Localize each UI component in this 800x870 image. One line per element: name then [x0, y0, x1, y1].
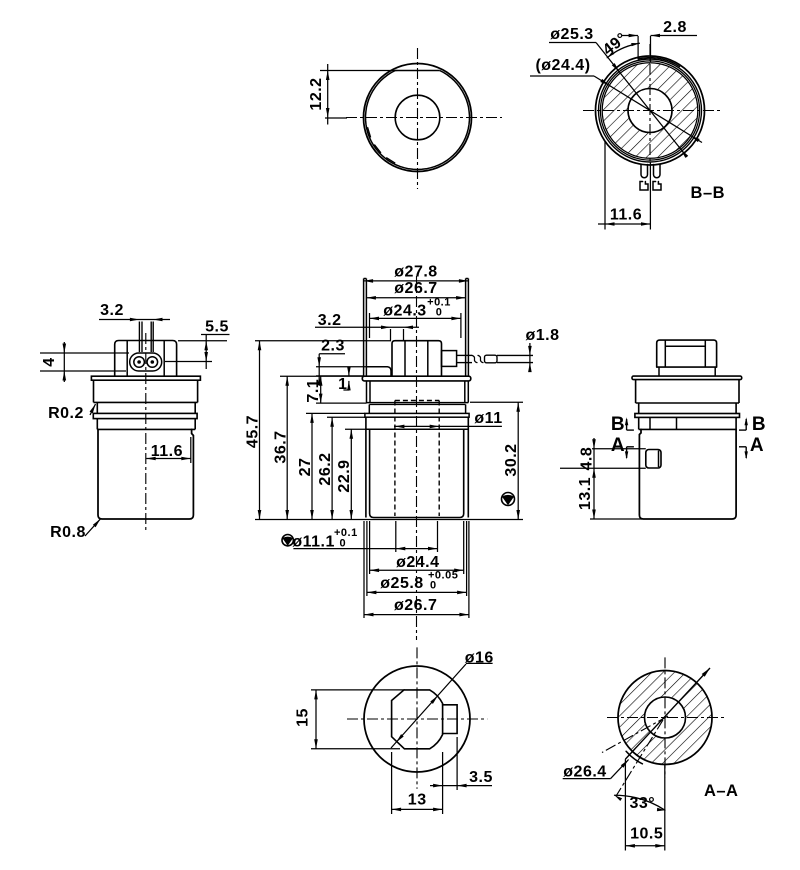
svg-text:ø16: ø16	[465, 650, 494, 667]
svg-text:3.2: 3.2	[100, 302, 124, 319]
svg-text:22.9: 22.9	[336, 459, 353, 492]
svg-text:ø1.8: ø1.8	[525, 327, 559, 344]
svg-text:A: A	[750, 435, 764, 456]
svg-text:12.2: 12.2	[308, 77, 325, 110]
svg-text:0: 0	[430, 580, 437, 592]
svg-text:(ø24.4): (ø24.4)	[535, 57, 590, 74]
svg-text:ø25.8: ø25.8	[380, 575, 423, 592]
svg-text:13.1: 13.1	[577, 477, 594, 510]
svg-text:R0.2: R0.2	[48, 405, 84, 422]
svg-text:0: 0	[436, 307, 443, 319]
svg-text:+0.1: +0.1	[427, 297, 451, 309]
svg-text:ø26.7: ø26.7	[394, 597, 437, 614]
svg-text:0: 0	[340, 537, 347, 549]
svg-text:ø25.3: ø25.3	[550, 26, 593, 43]
svg-text:1: 1	[338, 376, 347, 393]
svg-text:A: A	[611, 435, 625, 456]
svg-text:7.1: 7.1	[305, 379, 322, 403]
svg-text:27: 27	[297, 458, 314, 477]
svg-text:ø26.4: ø26.4	[563, 764, 606, 781]
svg-text:4.8: 4.8	[579, 447, 596, 471]
svg-text:R0.8: R0.8	[50, 524, 86, 541]
svg-text:26.2: 26.2	[317, 452, 334, 485]
svg-text:+0.05: +0.05	[428, 570, 458, 582]
svg-text:ø11: ø11	[474, 410, 502, 427]
svg-text:4: 4	[41, 357, 58, 366]
svg-text:13: 13	[408, 792, 427, 809]
svg-text:11.6: 11.6	[151, 443, 183, 460]
svg-text:5.5: 5.5	[205, 319, 229, 336]
svg-text:B: B	[611, 414, 625, 435]
svg-text:45.7: 45.7	[245, 415, 262, 448]
svg-text:10.5: 10.5	[630, 826, 663, 843]
svg-text:ø11.1: ø11.1	[292, 534, 335, 551]
svg-text:2.3: 2.3	[321, 338, 345, 355]
svg-text:ø24.4: ø24.4	[396, 554, 439, 571]
svg-text:ø27.8: ø27.8	[394, 263, 437, 280]
svg-text:30.2: 30.2	[503, 443, 520, 476]
svg-text:+0.1: +0.1	[334, 527, 358, 539]
svg-text:ø24.3: ø24.3	[383, 303, 426, 320]
svg-text:11.6: 11.6	[610, 207, 642, 224]
svg-text:33°: 33°	[629, 795, 655, 812]
svg-text:36.7: 36.7	[273, 430, 290, 463]
svg-text:B: B	[752, 414, 766, 435]
svg-text:ø26.7: ø26.7	[394, 280, 437, 297]
svg-text:3.2: 3.2	[318, 312, 342, 329]
svg-text:15: 15	[295, 708, 312, 727]
svg-text:B–B: B–B	[691, 184, 726, 202]
svg-text:A–A: A–A	[704, 782, 739, 800]
svg-text:2.8: 2.8	[663, 19, 687, 36]
svg-text:3.5: 3.5	[469, 769, 493, 786]
